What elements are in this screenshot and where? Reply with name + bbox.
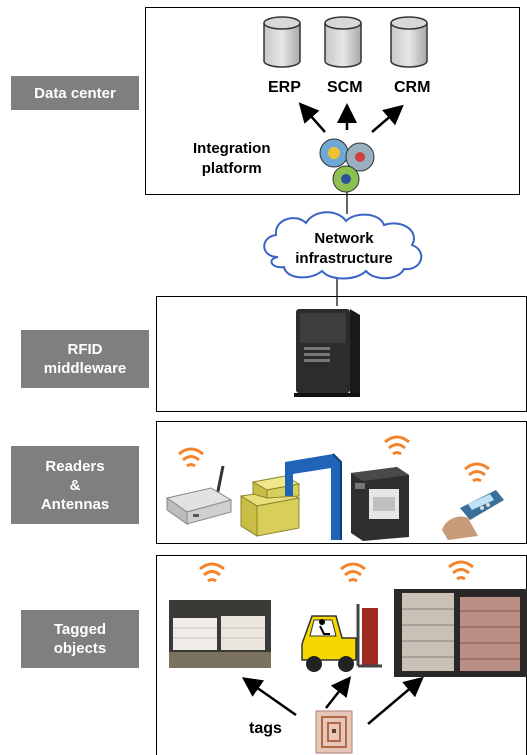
rfid-printer-icon [351,467,409,541]
tag-wave-icon-1 [199,562,225,583]
crm-label: CRM [394,79,431,96]
rfid-tag-icon [315,710,353,754]
scm-label: SCM [327,79,363,96]
tag-wave-icon-2 [340,562,366,583]
erp-label: ERP [268,79,301,96]
scm-database-icon [324,16,362,68]
integration-platform-label: Integration platform [193,140,271,177]
crm-database-icon [390,16,428,68]
warehouse-photo [394,589,527,677]
label-tagged-objects: Tagged objects [21,610,139,668]
antenna-wave-icon-2 [384,435,410,456]
network-infrastructure-label: Network infrastructure [295,230,393,267]
antenna-wave-icon-3 [464,462,490,483]
pallets-photo [169,600,271,668]
server-icon [294,309,360,397]
dock-portal-icon [239,453,342,540]
antenna-wave-icon-1 [178,447,204,468]
handheld-reader-icon [442,490,504,540]
label-data-center: Data center [11,76,139,110]
integration-platform-icon [319,138,375,193]
label-readers-antennas: Readers & Antennas [11,446,139,524]
label-rfid-middleware: RFID middleware [21,330,149,388]
forklift-icon [301,604,382,672]
fixed-reader-icon [165,465,233,525]
tags-label: tags [249,720,282,737]
erp-database-icon [263,16,301,68]
tag-wave-icon-3 [448,560,474,581]
network-cloud-icon [263,211,423,280]
